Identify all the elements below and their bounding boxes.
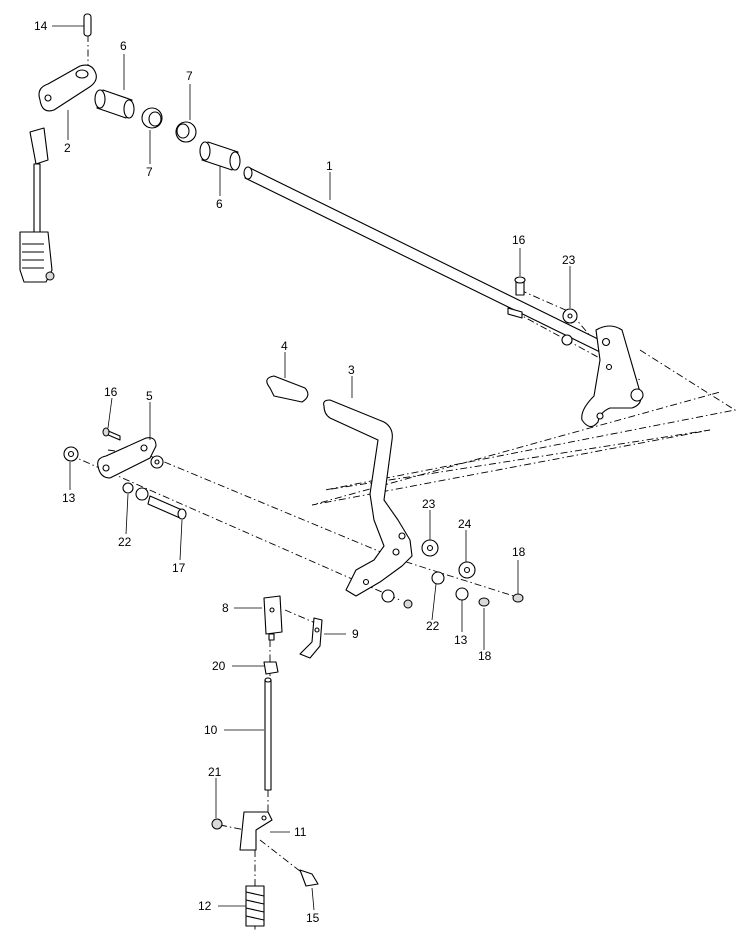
callout-10: 10 bbox=[204, 723, 218, 737]
washer-part-13-left bbox=[63, 446, 79, 462]
pin-near-bracket bbox=[507, 307, 523, 319]
pin-part-17 bbox=[147, 495, 187, 520]
callout-22-left: 22 bbox=[118, 535, 132, 549]
bracket-part-11 bbox=[239, 811, 273, 851]
nut-part-20 bbox=[263, 661, 279, 675]
nut-near-part-5 bbox=[150, 455, 164, 469]
bushing-part-6-upper bbox=[94, 89, 135, 119]
callout-6-lower: 6 bbox=[216, 197, 223, 211]
washer-part-13-right bbox=[455, 587, 469, 601]
callout-14: 14 bbox=[34, 19, 48, 33]
callout-21: 21 bbox=[208, 765, 222, 779]
spring-part-12 bbox=[245, 885, 265, 927]
bushing-part-7-lower bbox=[175, 121, 197, 143]
callout-23-lower: 23 bbox=[422, 497, 436, 511]
callout-3: 3 bbox=[348, 363, 355, 377]
callout-1: 1 bbox=[326, 159, 333, 173]
callout-11: 11 bbox=[294, 825, 307, 839]
bracket-part-9 bbox=[299, 617, 323, 659]
bolt-part-16-upper bbox=[514, 276, 526, 296]
grip-part-4 bbox=[266, 375, 309, 403]
callout-9: 9 bbox=[352, 627, 359, 641]
callout-18-lower: 18 bbox=[478, 649, 492, 663]
callout-22-right: 22 bbox=[426, 619, 440, 633]
bolt-part-16-left bbox=[102, 427, 121, 441]
washer-part-23-lower bbox=[421, 539, 439, 557]
nut-part-18-right bbox=[478, 597, 490, 607]
callout-5: 5 bbox=[146, 389, 153, 403]
callout-15: 15 bbox=[306, 911, 320, 925]
lockwasher-part-22-left bbox=[122, 482, 134, 494]
callout-12: 12 bbox=[198, 899, 212, 913]
shaft-part-1 bbox=[243, 166, 601, 353]
callout-16-left: 16 bbox=[104, 385, 118, 399]
callout-13-left: 13 bbox=[62, 491, 76, 505]
leader-lines bbox=[52, 25, 571, 911]
callout-7-upper: 7 bbox=[186, 69, 193, 83]
callout-23-upper: 23 bbox=[562, 253, 576, 267]
bushing-part-7-upper bbox=[141, 107, 163, 129]
callout-17: 17 bbox=[172, 561, 186, 575]
assembly-lines bbox=[69, 35, 737, 930]
bolt-part-15 bbox=[299, 869, 319, 887]
clevis-rod-assembly bbox=[19, 127, 55, 283]
lockwasher-part-22-right bbox=[431, 571, 445, 585]
callout-2: 2 bbox=[64, 141, 71, 155]
rod-part-10 bbox=[264, 677, 272, 791]
pin-part-14 bbox=[83, 13, 92, 37]
callout-6-upper: 6 bbox=[120, 39, 127, 53]
nut-part-21 bbox=[211, 818, 223, 830]
arm-part-2 bbox=[38, 64, 97, 112]
callout-16-upper: 16 bbox=[512, 233, 526, 247]
callout-7-lower: 7 bbox=[146, 165, 153, 179]
lever-part-3 bbox=[323, 399, 413, 597]
bushing-part-6-lower bbox=[199, 141, 241, 171]
arm-part-5 bbox=[97, 437, 157, 479]
callout-labels: 1 2 3 4 5 6 6 7 7 8 9 10 11 12 13 13 14 … bbox=[34, 19, 576, 925]
washer-part-17-stack bbox=[135, 487, 149, 501]
nut-part-18-far-right bbox=[512, 593, 524, 603]
washer-part-23-upper bbox=[562, 308, 578, 324]
callout-8: 8 bbox=[222, 601, 229, 615]
callout-13-right: 13 bbox=[454, 633, 468, 647]
callout-4: 4 bbox=[281, 339, 288, 353]
clevis-part-8 bbox=[263, 595, 283, 641]
washer-part-24 bbox=[458, 561, 476, 579]
shaft-end-bracket bbox=[561, 325, 644, 428]
washer-near-lever bbox=[381, 589, 413, 609]
callout-20: 20 bbox=[212, 659, 226, 673]
callout-24: 24 bbox=[458, 517, 472, 531]
callout-18-upper: 18 bbox=[512, 545, 526, 559]
